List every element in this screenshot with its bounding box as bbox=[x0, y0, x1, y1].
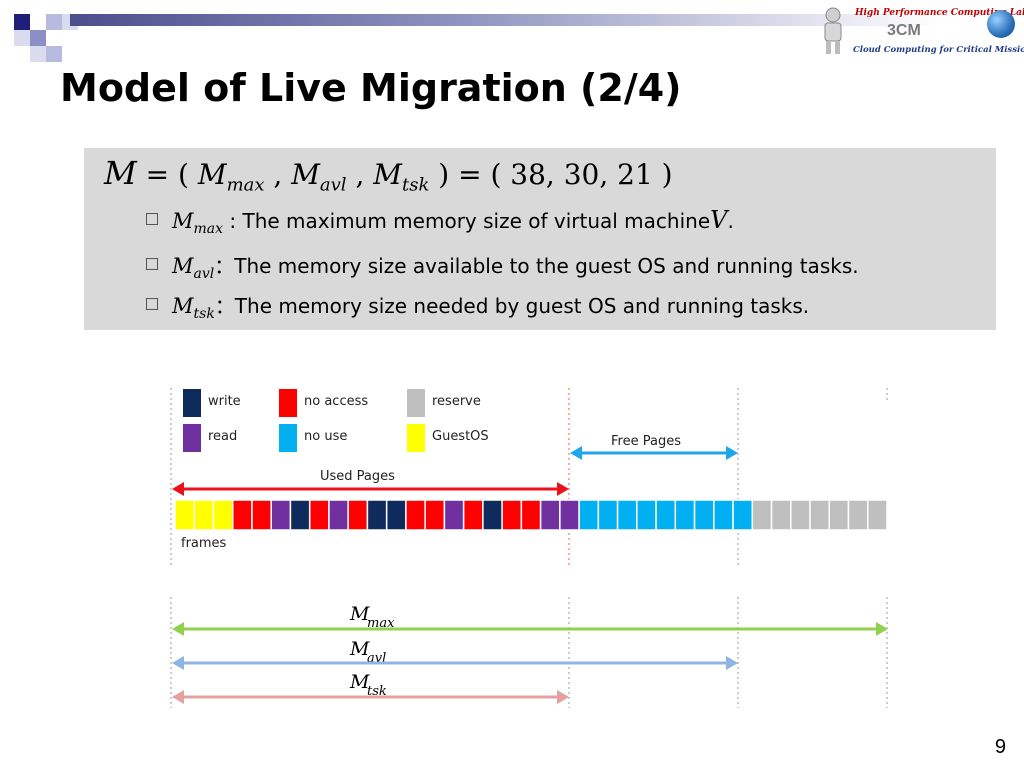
free-pages-label: Free Pages bbox=[611, 434, 681, 449]
frames-label: frames bbox=[181, 536, 227, 551]
arrow-head-left bbox=[570, 446, 582, 460]
script-v-symbol: V bbox=[710, 206, 728, 234]
legend-swatch-no-access bbox=[279, 389, 297, 417]
definition-text: ：The memory size available to the guest … bbox=[214, 254, 859, 278]
frame-cell bbox=[366, 499, 388, 531]
frame-cell bbox=[597, 499, 619, 531]
frame-cell bbox=[732, 499, 754, 531]
logo-bottom-text: Cloud Computing for Critical Mission bbox=[853, 45, 1024, 55]
formula-box bbox=[84, 148, 996, 330]
frame-cell bbox=[770, 499, 792, 531]
formula-values: ) = ( 38, 30, 21 ) bbox=[438, 158, 673, 191]
frame-cell bbox=[231, 499, 253, 531]
legend-label: reserve bbox=[432, 394, 481, 409]
legend-swatch-reserve bbox=[407, 389, 425, 417]
lab-logo: High Performance Computing Lab 3CM Cloud… bbox=[815, 2, 1024, 62]
open-paren: ( bbox=[178, 158, 189, 191]
legend-label: no access bbox=[304, 394, 368, 409]
frame-cell bbox=[385, 499, 407, 531]
m-max-symbol: M bbox=[197, 158, 227, 191]
m-avl-symbol: M bbox=[291, 158, 320, 191]
definition-text: : The maximum memory size of virtual mac… bbox=[223, 209, 711, 233]
bullet-square-icon bbox=[146, 258, 158, 270]
logo-top-text: High Performance Computing Lab bbox=[855, 8, 1024, 18]
header-gradient-bar bbox=[70, 14, 940, 26]
robot-icon bbox=[824, 7, 842, 54]
globe-icon bbox=[987, 10, 1015, 38]
frame-cell bbox=[828, 499, 850, 531]
bullet-square-icon bbox=[146, 213, 158, 225]
frame-cell bbox=[674, 499, 696, 531]
svg-text:M: M bbox=[349, 671, 370, 693]
definition-item: Mtsk：The memory size needed by guest OS … bbox=[146, 290, 809, 322]
frame-cell bbox=[443, 499, 465, 531]
frame-cell bbox=[713, 499, 734, 531]
m-avl-subscript: avl bbox=[319, 174, 347, 196]
frame-cell bbox=[212, 499, 234, 531]
script-m-symbol: M bbox=[104, 154, 137, 192]
legend-label: no use bbox=[304, 429, 347, 444]
m-tsk-arrow: M tsk bbox=[172, 671, 569, 704]
frame-cell bbox=[308, 499, 330, 531]
frame-cell bbox=[347, 499, 369, 531]
legend-label: GuestOS bbox=[432, 429, 489, 444]
legend-swatch-no-use bbox=[279, 424, 297, 452]
frame-cell bbox=[693, 499, 715, 531]
slide-title: Model of Live Migration (2/4) bbox=[60, 66, 682, 110]
logo-3cm-text: 3CM bbox=[887, 22, 921, 39]
frame-cell bbox=[867, 499, 888, 531]
frame-cell bbox=[751, 499, 773, 531]
frame-cell bbox=[616, 499, 638, 531]
frame-cell bbox=[559, 499, 580, 531]
used-pages-label: Used Pages bbox=[320, 469, 395, 484]
svg-text:max: max bbox=[367, 616, 395, 631]
frames-row bbox=[174, 499, 888, 531]
frame-cell bbox=[790, 499, 811, 531]
memory-formula: M = ( Mmax , Mavl , Mtsk ) = ( 38, 30, 2… bbox=[104, 154, 673, 196]
frame-cell bbox=[655, 499, 677, 531]
frame-cell bbox=[539, 499, 561, 531]
arrow-head-right bbox=[726, 446, 738, 460]
legend-label: read bbox=[208, 429, 237, 444]
frame-cell bbox=[270, 499, 292, 531]
frame-cell bbox=[328, 499, 349, 531]
legend-swatch-read bbox=[183, 424, 201, 452]
svg-text:tsk: tsk bbox=[367, 684, 387, 699]
frame-cell bbox=[809, 499, 831, 531]
frame-cell bbox=[501, 499, 523, 531]
frame-cell bbox=[193, 499, 215, 531]
frame-cell bbox=[578, 499, 600, 531]
page-number: 9 bbox=[994, 736, 1006, 758]
m-tsk-subscript: tsk bbox=[401, 174, 430, 196]
frame-cell bbox=[289, 499, 311, 531]
m-avl-arrow: M avl bbox=[172, 638, 738, 670]
frame-cell bbox=[251, 499, 272, 531]
legend-swatch-write bbox=[183, 389, 201, 417]
frame-cell bbox=[520, 499, 542, 531]
legend-label: write bbox=[208, 394, 241, 409]
frame-cell bbox=[482, 499, 503, 531]
frame-cell bbox=[636, 499, 657, 531]
definition-text: ：The memory size needed by guest OS and … bbox=[214, 294, 810, 318]
svg-text:M: M bbox=[349, 603, 370, 625]
m-max-subscript: max bbox=[226, 174, 265, 196]
frame-cell bbox=[462, 499, 484, 531]
frame-cell bbox=[424, 499, 446, 531]
frame-cell bbox=[174, 499, 195, 531]
arrow-head-right bbox=[557, 482, 569, 496]
m-max-arrow: M max bbox=[172, 603, 888, 636]
definition-item: Mmax : The maximum memory size of virtua… bbox=[146, 206, 734, 237]
arrow-head-left bbox=[172, 482, 184, 496]
frame-cell bbox=[847, 499, 869, 531]
svg-text:M: M bbox=[349, 638, 370, 660]
m-tsk-symbol: M bbox=[373, 158, 402, 191]
bullet-square-icon bbox=[146, 298, 158, 310]
legend-swatch-guestos bbox=[407, 424, 425, 452]
frame-cell bbox=[405, 499, 426, 531]
equals-sign: = bbox=[145, 158, 170, 191]
definition-item: Mavl：The memory size available to the gu… bbox=[146, 250, 859, 282]
